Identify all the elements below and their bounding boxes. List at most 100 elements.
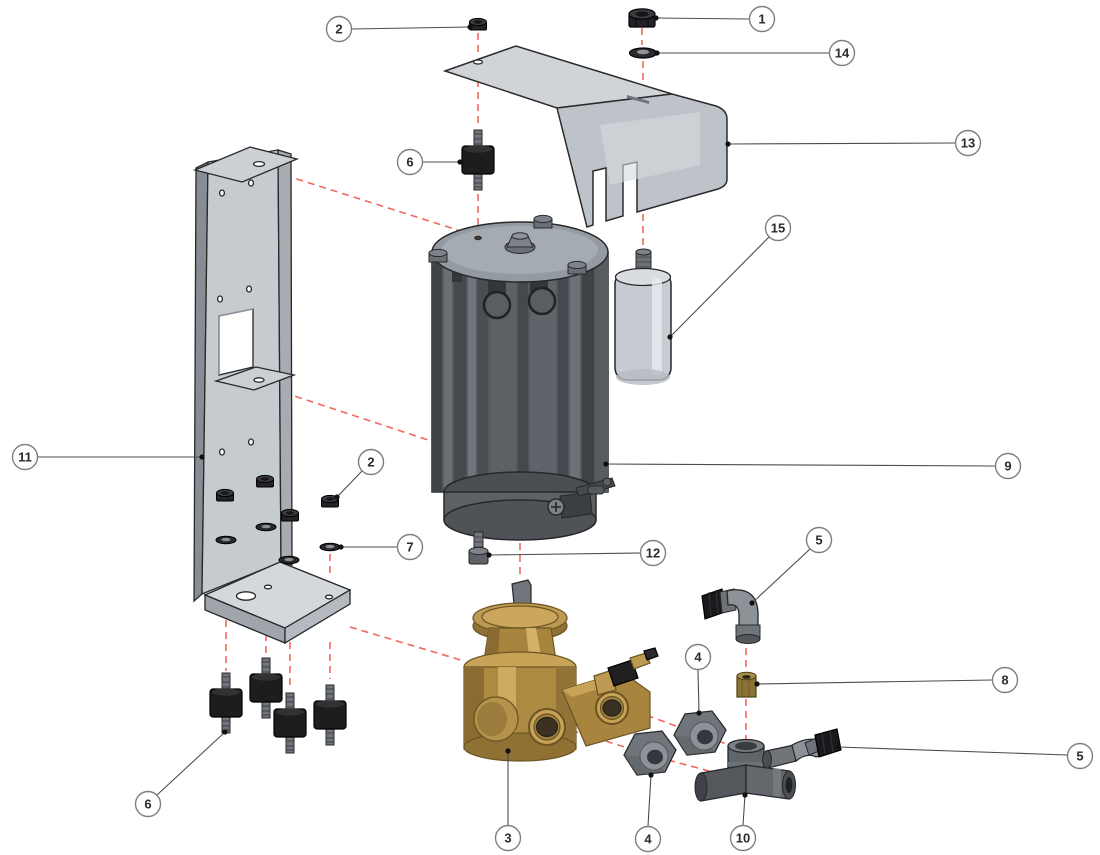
elbow-fitting-bottom [762, 728, 842, 769]
motor [428, 214, 616, 541]
callout-target-dot [603, 461, 609, 467]
callout-number: 7 [406, 540, 413, 555]
callout-balloon [134, 790, 162, 818]
callout-leader-line [751, 548, 811, 604]
callout-number: 6 [144, 797, 151, 812]
hex-nut [216, 488, 234, 502]
assembly-dash-line [349, 626, 465, 662]
callout-leader-line [742, 794, 746, 826]
callout-number: 15 [771, 221, 785, 236]
washer [319, 542, 341, 552]
callout-number: 4 [694, 650, 702, 665]
callout-number: 4 [644, 832, 652, 847]
callout-target-dot [754, 681, 760, 687]
callout-balloon [729, 824, 757, 852]
callout-target-dot [486, 552, 492, 558]
washer-large [628, 47, 658, 59]
callout-balloon [828, 39, 856, 67]
callout-number: 1 [758, 12, 765, 27]
callout-number: 2 [335, 22, 342, 37]
callout-leader-line [351, 26, 471, 30]
callout-6: 6 [396, 148, 463, 176]
callout-leader-line [756, 679, 993, 685]
callout-2: 2 [334, 448, 385, 500]
callout-4: 4 [634, 772, 662, 853]
callout-leader-line [488, 552, 641, 556]
callout-number: 3 [504, 831, 511, 846]
reducing-bushing [623, 730, 677, 776]
callout-7: 7 [338, 533, 424, 561]
callout-leader-line [697, 669, 700, 714]
callout-4: 4 [684, 643, 712, 716]
tee-fitting [694, 738, 796, 802]
callout-target-dot [648, 772, 654, 778]
callout-target-dot [505, 748, 511, 754]
hex-nut-large [628, 8, 656, 28]
callout-target-dot [199, 454, 205, 460]
callout-5: 5 [835, 742, 1094, 770]
motor-mount-hole [474, 235, 482, 241]
hex-nut [281, 508, 299, 522]
callout-balloon [994, 452, 1022, 480]
vibration-mount [461, 129, 495, 191]
callout-target-dot [667, 334, 673, 340]
callout-target-dot [467, 24, 473, 30]
callout-leader-line [605, 463, 996, 467]
callout-target-dot [696, 710, 702, 716]
cover-bracket [442, 45, 728, 228]
washer [278, 555, 300, 565]
reducing-bushing [673, 710, 727, 756]
callout-11: 11 [11, 443, 205, 471]
callout-balloon [764, 214, 792, 242]
callout-15: 15 [667, 214, 792, 340]
washer [215, 535, 237, 545]
callout-12: 12 [486, 539, 667, 567]
elbow-fitting-top [701, 588, 761, 644]
callout-3: 3 [494, 748, 522, 852]
callout-balloon [748, 5, 776, 33]
callout-10: 10 [729, 792, 757, 852]
callout-13: 13 [725, 129, 982, 157]
callout-target-dot [742, 792, 748, 798]
callout-leader-line [837, 746, 1068, 756]
callout-leader-line [727, 142, 956, 145]
callout-9: 9 [603, 452, 1022, 480]
callout-balloon [634, 825, 662, 853]
callout-balloon [325, 15, 353, 43]
callout-6: 6 [134, 729, 228, 818]
callout-number: 5 [815, 533, 822, 548]
callout-number: 5 [1076, 749, 1083, 764]
washer [255, 522, 277, 532]
callout-5: 5 [749, 526, 833, 606]
callout-target-dot [749, 600, 755, 606]
callout-target-dot [835, 744, 841, 750]
motor-port [482, 290, 512, 320]
callout-balloon [396, 148, 424, 176]
bracket-hole [218, 189, 226, 197]
callout-2: 2 [325, 15, 473, 43]
hex-nipple [736, 671, 757, 698]
callout-number: 2 [367, 455, 374, 470]
capacitor-canister [614, 248, 672, 385]
callout-target-dot [338, 544, 344, 550]
callout-leader-line [647, 774, 652, 827]
callout-14: 14 [654, 39, 856, 67]
callout-balloon [684, 643, 712, 671]
callout-target-dot [653, 15, 659, 21]
mounting-bracket [192, 146, 352, 645]
callout-balloon [991, 666, 1019, 694]
pump [463, 579, 659, 762]
callout-target-dot [457, 159, 463, 165]
callout-8: 8 [754, 666, 1019, 694]
callout-target-dot [334, 494, 340, 500]
bracket-hole [472, 59, 484, 65]
vibration-mount [209, 672, 243, 734]
hex-nut [256, 474, 274, 488]
motor-port [527, 286, 557, 316]
callout-target-dot [222, 729, 228, 735]
callout-balloon [11, 443, 39, 471]
callout-number: 11 [18, 450, 32, 465]
